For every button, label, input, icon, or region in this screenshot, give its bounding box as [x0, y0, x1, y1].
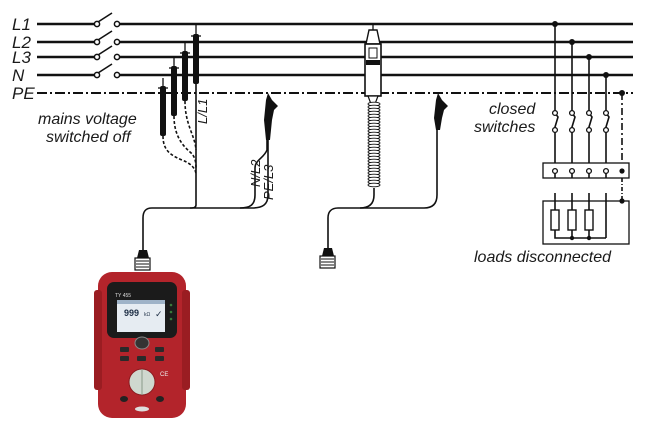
button-right-2[interactable] [155, 356, 164, 361]
button-right[interactable] [155, 347, 164, 352]
switch-contact [568, 109, 576, 117]
bus-label-pe: PE [12, 84, 35, 103]
closed-switch [554, 111, 559, 163]
switch-contact [585, 126, 593, 134]
lead-label-n-l2: N/L2 [248, 159, 263, 187]
lead-pe-l3 [251, 140, 269, 209]
note-loads-disconnected: loads disconnected [474, 249, 612, 266]
instrument-cable [142, 204, 197, 250]
button-left-2[interactable] [120, 356, 129, 361]
test-probes [158, 24, 201, 136]
lead-label-pe-l3: PE/L3 [261, 164, 276, 200]
tester-cable [327, 188, 375, 248]
load-branch [552, 21, 625, 172]
terminal [551, 167, 559, 175]
loads-box [542, 178, 630, 245]
lead-label-l-l1: L/L1 [195, 99, 210, 124]
switch-contact [602, 126, 610, 134]
model-label: TY 455 [115, 293, 131, 299]
note-switches: switches [474, 119, 535, 136]
closed-switch [588, 111, 593, 163]
terminal-points [551, 167, 625, 178]
coil-turn [367, 182, 381, 188]
closed-switch [605, 111, 610, 163]
switch-contact [551, 109, 559, 117]
display-value: 999 [124, 308, 139, 318]
coiled-cable [367, 101, 381, 188]
pe-terminal [619, 168, 625, 174]
terminal [585, 167, 593, 175]
bus-label-l1: L1 [12, 15, 31, 34]
bus-label-l2: L2 [12, 33, 31, 52]
switch-contact [568, 126, 576, 134]
note-switched-off: switched off [46, 129, 132, 146]
insulation-tester: TY 455 999 kΩ ✓ CE [94, 272, 190, 418]
display-unit: kΩ [144, 312, 151, 318]
svg-text:✓: ✓ [155, 310, 163, 320]
bus-lines [37, 22, 633, 94]
bus-label-n: N [12, 66, 25, 85]
terminal [568, 167, 576, 175]
clip-cable [360, 130, 438, 209]
voltage-tester-probe [364, 24, 382, 105]
crocodile-clip-1 [264, 93, 278, 140]
switch-contact [585, 109, 593, 117]
switch-contact [551, 126, 559, 134]
main-switches-open [93, 12, 121, 79]
button-left[interactable] [120, 347, 129, 352]
lead-n-l2 [239, 140, 268, 209]
closed-switch [571, 111, 576, 163]
bus-label-l3: L3 [12, 48, 31, 67]
plug-connector-1 [134, 250, 151, 271]
plug-connector-2 [319, 248, 336, 269]
note-mains-voltage: mains voltage [38, 111, 137, 128]
ce-mark: CE [160, 372, 168, 378]
crocodile-clip-2 [434, 93, 448, 130]
closed-switches [551, 109, 610, 163]
terminal [602, 167, 610, 175]
switch-contact [602, 109, 610, 117]
button-middle[interactable] [137, 356, 146, 361]
note-closed: closed [489, 101, 536, 118]
